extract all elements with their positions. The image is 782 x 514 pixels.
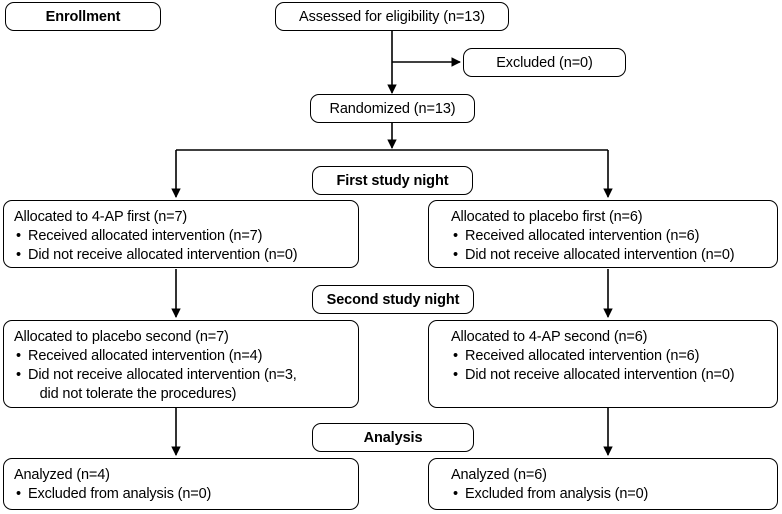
node-allocated-4ap-second: Allocated to 4-AP second (n=6) Received … bbox=[428, 320, 778, 408]
node-excluded-text: Excluded (n=0) bbox=[496, 54, 593, 71]
list-item: Did not receive allocated intervention (… bbox=[14, 246, 298, 265]
list-item: Excluded from analysis (n=0) bbox=[14, 485, 211, 504]
node-analyzed-right-list: Excluded from analysis (n=0) bbox=[451, 485, 648, 504]
list-item: Received allocated intervention (n=6) bbox=[451, 227, 734, 246]
node-assessed-for-eligibility: Assessed for eligibility (n=13) bbox=[275, 2, 509, 31]
list-item: Did not receive allocated intervention (… bbox=[451, 246, 735, 265]
stage-label-second-study-night: Second study night bbox=[312, 285, 474, 314]
node-allocated-4ap-first-list: Received allocated intervention (n=7) Di… bbox=[14, 227, 298, 265]
list-item: Did not receive allocated intervention (… bbox=[451, 366, 735, 385]
stage-label-enrollment: Enrollment bbox=[5, 2, 161, 31]
stage-label-analysis-text: Analysis bbox=[363, 429, 423, 446]
node-analyzed-left-list: Excluded from analysis (n=0) bbox=[14, 485, 211, 504]
node-allocated-placebo-second-list: Received allocated intervention (n=4) Di… bbox=[14, 347, 297, 404]
node-analyzed-left-title: Analyzed (n=4) bbox=[14, 467, 110, 483]
stage-label-first-study-night-text: First study night bbox=[336, 172, 449, 189]
list-item: Received allocated intervention (n=7) bbox=[14, 227, 297, 246]
node-analyzed-right-title: Analyzed (n=6) bbox=[451, 467, 547, 483]
node-analyzed-right: Analyzed (n=6) Excluded from analysis (n… bbox=[428, 458, 778, 510]
node-allocated-4ap-first: Allocated to 4-AP first (n=7) Received a… bbox=[3, 200, 359, 268]
list-item: Excluded from analysis (n=0) bbox=[451, 485, 648, 504]
list-item: Received allocated intervention (n=4) bbox=[14, 347, 297, 366]
node-allocated-placebo-first: Allocated to placebo first (n=6) Receive… bbox=[428, 200, 778, 268]
list-item: Received allocated intervention (n=6) bbox=[451, 347, 734, 366]
node-allocated-placebo-second-title: Allocated to placebo second (n=7) bbox=[14, 329, 229, 345]
node-allocated-4ap-first-title: Allocated to 4-AP first (n=7) bbox=[14, 209, 188, 225]
stage-label-enrollment-text: Enrollment bbox=[45, 8, 121, 25]
node-allocated-placebo-second: Allocated to placebo second (n=7) Receiv… bbox=[3, 320, 359, 408]
node-allocated-4ap-second-title: Allocated to 4-AP second (n=6) bbox=[451, 329, 648, 345]
node-assessed-for-eligibility-text: Assessed for eligibility (n=13) bbox=[299, 8, 485, 25]
stage-label-second-study-night-text: Second study night bbox=[326, 291, 460, 308]
node-allocated-4ap-second-list: Received allocated intervention (n=6) Di… bbox=[451, 347, 735, 385]
node-allocated-placebo-first-list: Received allocated intervention (n=6) Di… bbox=[451, 227, 735, 265]
node-excluded: Excluded (n=0) bbox=[463, 48, 626, 77]
node-analyzed-left: Analyzed (n=4) Excluded from analysis (n… bbox=[3, 458, 359, 510]
node-randomized-text: Randomized (n=13) bbox=[329, 100, 456, 117]
node-randomized: Randomized (n=13) bbox=[310, 94, 475, 123]
stage-label-first-study-night: First study night bbox=[312, 166, 473, 195]
node-allocated-placebo-first-title: Allocated to placebo first (n=6) bbox=[451, 209, 643, 225]
stage-label-analysis: Analysis bbox=[312, 423, 474, 452]
list-item: Did not receive allocated intervention (… bbox=[14, 366, 297, 404]
